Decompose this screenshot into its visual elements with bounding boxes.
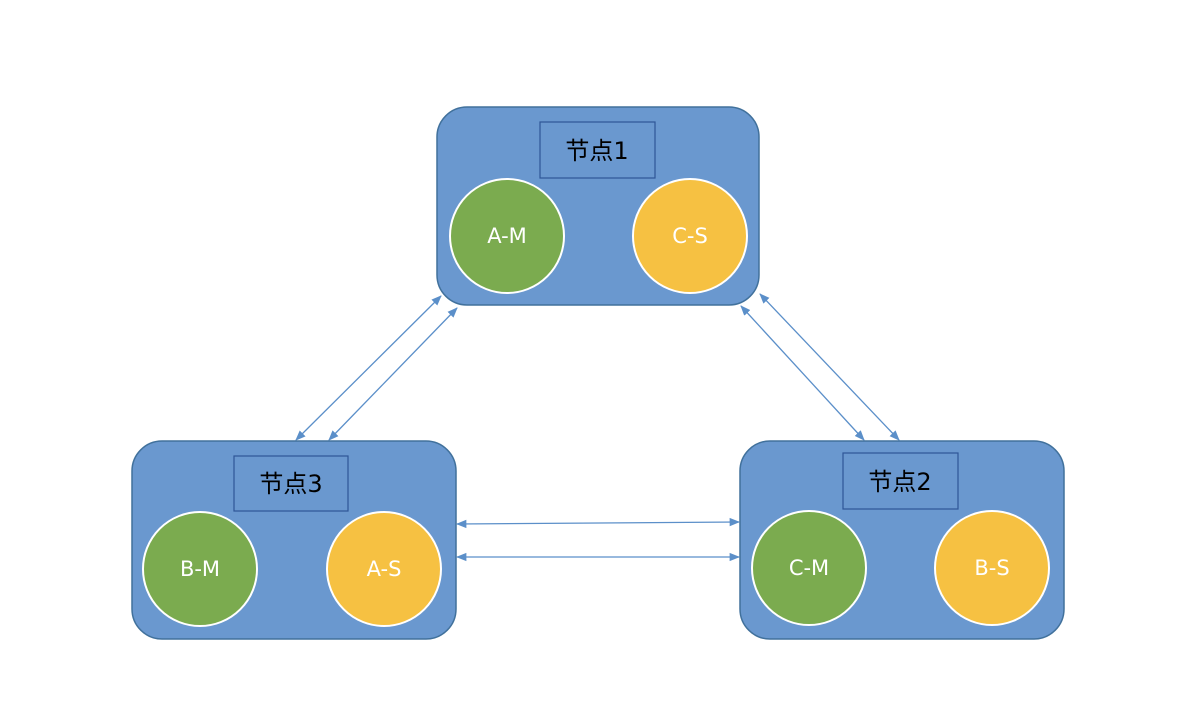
link-arrow [740, 305, 865, 441]
slave-shard [326, 511, 442, 627]
node-label: 节点1 [565, 137, 628, 165]
node-label-box [842, 452, 959, 510]
node-label-box [233, 455, 349, 512]
link-arrow [328, 307, 458, 441]
node-label: 节点3 [259, 470, 322, 498]
master-shard [142, 511, 258, 627]
master-shard [449, 178, 565, 294]
node-3: 节点3 B-M A-S [131, 440, 457, 640]
node-label-box [539, 121, 656, 179]
link-arrow [295, 295, 442, 441]
slave-shard-label: C-S [672, 224, 708, 248]
slave-shard-label: B-S [974, 556, 1009, 580]
master-shard-label: C-M [789, 556, 829, 580]
link-node3-node2 [455, 517, 741, 562]
link-arrow [759, 293, 900, 441]
node-1: 节点1 A-M C-S [436, 106, 760, 306]
link-arrow [455, 517, 741, 529]
node-2: 节点2 C-M B-S [739, 440, 1065, 640]
master-shard-label: B-M [180, 557, 220, 581]
master-shard [751, 510, 867, 626]
link-node1-node2 [740, 293, 900, 441]
master-shard-label: A-M [487, 224, 527, 248]
slave-shard [934, 510, 1050, 626]
node-label: 节点2 [868, 468, 931, 496]
slave-shard-label: A-S [367, 557, 402, 581]
slave-shard [632, 178, 748, 294]
link-node1-node3 [295, 295, 458, 441]
